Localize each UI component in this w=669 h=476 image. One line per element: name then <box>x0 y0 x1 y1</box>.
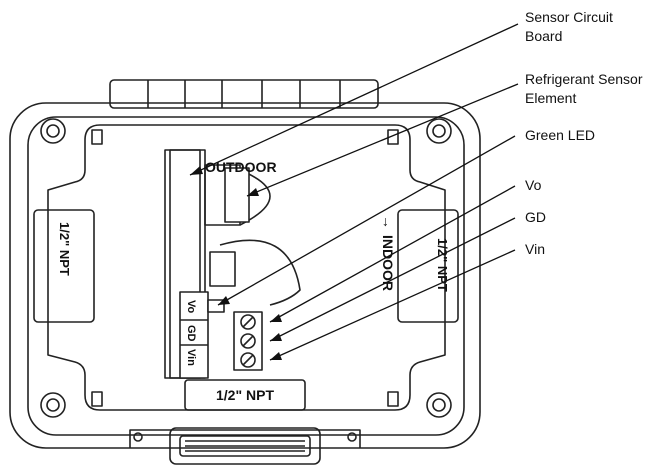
bottom-latch <box>129 427 361 465</box>
npt-right-label: 1/2" NPT <box>435 238 450 292</box>
outdoor-label: OUTDOOR <box>205 159 277 175</box>
enclosure-outer-wall <box>9 102 481 449</box>
callout-refrigerant-sensor-element: Refrigerant Sensor Element <box>525 70 643 108</box>
left-conduit-port <box>33 209 95 323</box>
callout-leader-lines <box>189 23 519 361</box>
callout-sensor-circuit-board-line2: Board <box>525 28 563 44</box>
board-terminal-vo: Vo <box>185 300 197 314</box>
callout-refrigerant-sensor-element-line2: Element <box>525 90 577 106</box>
board-terminal-gd: GD <box>185 325 197 342</box>
sensor-circuit-board <box>164 149 209 379</box>
board-terminal-vin: Vin <box>185 349 197 366</box>
callout-green-led: Green LED <box>525 127 596 143</box>
callout-vin: Vin <box>525 241 545 257</box>
callout-gd: GD <box>525 209 546 225</box>
enclosure-inner-wall <box>27 116 465 436</box>
indoor-label: INDOOR <box>380 235 396 291</box>
callout-sensor-circuit-board-line1: Sensor Circuit <box>525 9 613 25</box>
bottom-conduit-port <box>184 379 306 411</box>
callout-vo: Vo <box>525 177 542 193</box>
mounting-hole-bottom-right <box>426 392 452 418</box>
mounting-hole-top-left <box>40 118 66 144</box>
mounting-hole-top-right <box>426 118 452 144</box>
npt-left-label: 1/2" NPT <box>57 222 72 276</box>
mounting-hole-bottom-left <box>40 392 66 418</box>
callout-refrigerant-sensor-element-line1: Refrigerant Sensor <box>525 71 643 87</box>
npt-bottom-label: 1/2" NPT <box>216 387 274 403</box>
enclosure-cavity <box>47 124 446 411</box>
callout-sensor-circuit-board: Sensor Circuit Board <box>525 8 613 46</box>
terminal-block <box>233 311 263 371</box>
refrigerant-sensor-element <box>204 164 301 306</box>
right-conduit-port <box>397 209 459 323</box>
indoor-arrow: → <box>380 215 396 229</box>
